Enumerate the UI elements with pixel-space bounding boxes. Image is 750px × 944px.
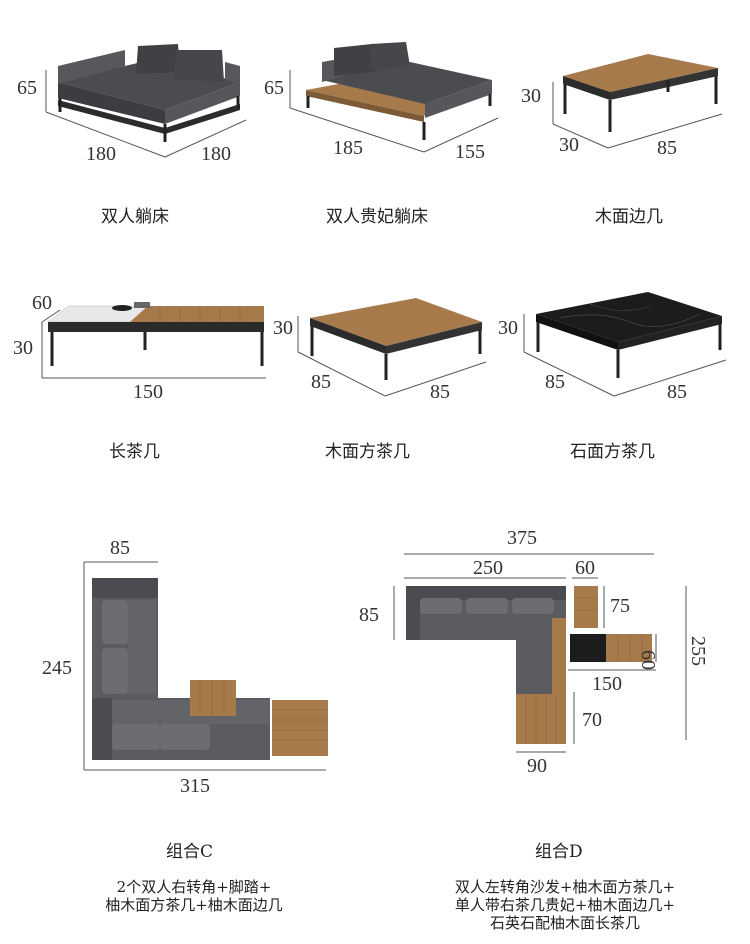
combo-c-desc-line-1: 2个双人右转角+脚踏+ (116, 878, 272, 896)
stone-square-caption: 石面方茶几 (570, 442, 655, 462)
combo-c-width-label: 315 (180, 775, 210, 797)
combo-d-table-width-label: 90 (527, 755, 547, 777)
chaise-height-label: 65 (264, 77, 284, 99)
combo-c-caption: 组合C (166, 842, 214, 862)
combo-c-desc-line-2: 柚木面方茶几+柚木面边几 (105, 896, 283, 914)
stone-square-depth-label: 85 (545, 371, 565, 393)
wood-square-height-label: 30 (273, 317, 293, 339)
combo-d-description: 双人左转角沙发+柚木面方茶几+ 单人带右茶几贵妃+柚木面边几+ 石英石配柚木面长… (425, 878, 705, 932)
chaise-caption: 双人贵妃躺床 (326, 207, 428, 227)
wood-square-caption: 木面方茶几 (325, 442, 410, 462)
combo-d-caption: 组合D (535, 842, 583, 862)
stone-square-width-label: 85 (667, 381, 687, 403)
combo-d-total-depth-label: 255 (687, 636, 709, 666)
combo-d-side-table-width-label: 60 (575, 557, 595, 579)
combo-d-sofa-depth-label: 85 (359, 604, 379, 626)
combo-d-sofa-width-label: 250 (473, 557, 503, 579)
chaise-length-label: 185 (333, 137, 363, 159)
combo-d-long-table-length-label: 150 (592, 673, 622, 695)
long-table-height-label: 30 (13, 337, 33, 359)
combo-c-description: 2个双人右转角+脚踏+ 柚木面方茶几+柚木面边几 (88, 878, 300, 914)
combo-d-desc-line-1: 双人左转角沙发+柚木面方茶几+ (454, 878, 676, 896)
combo-d-desc-line-3: 石英石配柚木面长茶几 (489, 914, 640, 932)
side-table-height-label: 30 (521, 85, 541, 107)
combo-c-height-label: 245 (42, 657, 72, 679)
daybed-caption: 双人躺床 (101, 207, 169, 227)
long-table-depth-label: 60 (32, 292, 52, 314)
long-table-caption: 长茶几 (109, 442, 160, 462)
side-table-length-label: 85 (657, 137, 677, 159)
combo-d-long-table-depth-label: 60 (637, 650, 659, 670)
wood-square-depth-label: 85 (311, 371, 331, 393)
daybed-width-label: 180 (201, 143, 231, 165)
combo-d-total-width-label: 375 (507, 527, 537, 549)
side-table-depth-label: 30 (559, 134, 579, 156)
combo-d-side-table-depth-label: 75 (610, 595, 630, 617)
wood-square-width-label: 85 (430, 381, 450, 403)
daybed-length-label: 180 (86, 143, 116, 165)
long-table-length-label: 150 (133, 381, 163, 403)
combo-c-depth-label: 85 (110, 537, 130, 559)
side-table-caption: 木面边几 (595, 207, 663, 227)
daybed-height-label: 65 (17, 77, 37, 99)
stone-square-height-label: 30 (498, 317, 518, 339)
combo-d-table-depth-label: 70 (582, 709, 602, 731)
combo-d-desc-line-2: 单人带右茶几贵妃+柚木面边几+ (454, 896, 676, 914)
chaise-width-label: 155 (455, 141, 485, 163)
